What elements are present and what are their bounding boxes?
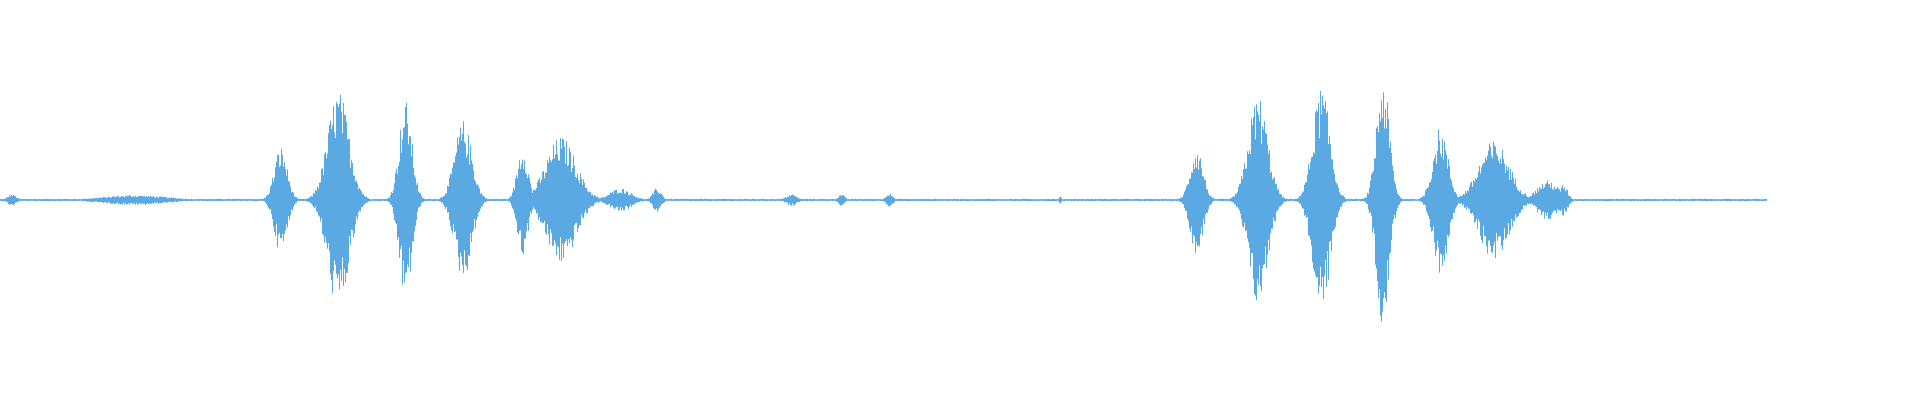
waveform-path <box>0 91 1767 322</box>
waveform-samples <box>0 91 1767 322</box>
